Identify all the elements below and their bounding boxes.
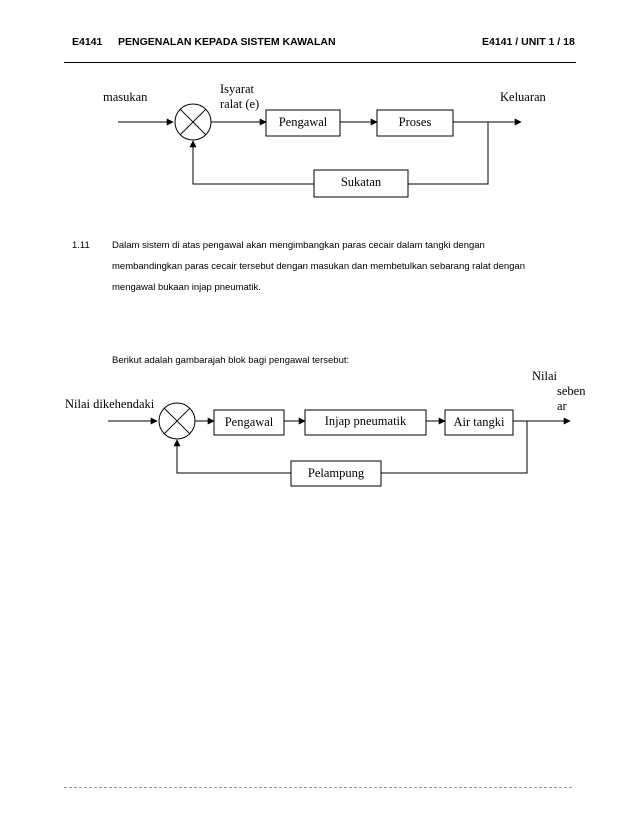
tank-block-label: Air tangki (453, 415, 505, 429)
feedback-line-left-2 (173, 439, 291, 474)
input-label-2: Nilai dikehendaki (65, 397, 155, 411)
measurement-block (313, 169, 409, 198)
header-code: E4141 (72, 36, 103, 48)
feedback-line-right (408, 122, 489, 185)
feedback-line-left (189, 140, 314, 185)
output-label-2-line2: seben (557, 384, 586, 398)
valve-block (304, 409, 427, 436)
measurement-block-label: Sukatan (340, 175, 382, 189)
controller-block (265, 109, 341, 137)
error-label-line1: Isyarat (220, 82, 255, 96)
paragraph-line: mengawal bukaan injap pneumatik. (112, 282, 261, 293)
paragraph-line: Dalam sistem di atas pengawal akan mengi… (112, 240, 485, 251)
tank-block (444, 409, 514, 436)
controller-block-2-label: Pengawal (224, 415, 274, 429)
feedback-line-right-2 (381, 421, 528, 474)
footer-rule (64, 787, 572, 788)
output-label-2-line3: ar (557, 399, 567, 413)
process-block (376, 109, 454, 137)
paragraph-line: membandingkan paras cecair tersebut deng… (112, 261, 525, 272)
controller-block-2 (213, 409, 285, 436)
process-block-label: Proses (398, 115, 432, 129)
section-number: 1.11 (72, 240, 90, 251)
float-block-label: Pelampung (307, 466, 365, 480)
diagram-intro: Berikut adalah gambarajah blok bagi peng… (112, 355, 350, 366)
valve-block-label: Injap pneumatik (324, 414, 407, 428)
header-rule (64, 62, 576, 63)
output-label-2-line1: Nilai (532, 369, 557, 383)
output-label: Keluaran (500, 90, 546, 104)
float-block (290, 460, 382, 487)
section-paragraph: Dalam sistem di atas pengawal akan mengi… (112, 235, 582, 298)
input-label: masukan (103, 90, 148, 104)
error-label-line2: ralat (e) (220, 97, 260, 111)
summing-junction (174, 103, 212, 141)
summing-junction-2 (158, 402, 196, 440)
header-title: PENGENALAN KEPADA SISTEM KAWALAN (118, 36, 336, 48)
header-page-ref: E4141 / UNIT 1 / 18 (482, 36, 575, 48)
controller-block-label: Pengawal (278, 115, 328, 129)
